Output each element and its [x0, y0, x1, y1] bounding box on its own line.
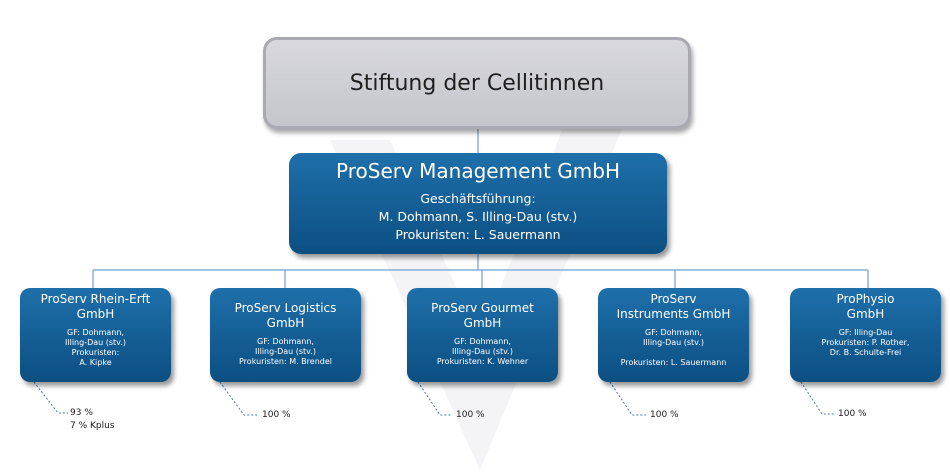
subsidiary-details: GF: Dohmann, Illing-Dau (stv.) Prokurist…	[65, 328, 126, 367]
management-line-1: Geschäftsführung:	[420, 191, 536, 206]
root-node: Stiftung der Cellitinnen	[263, 37, 691, 129]
subsidiary-node-3: ProServ Gourmet GmbH GF: Dohmann, Illing…	[407, 288, 558, 382]
share-callout-1	[33, 381, 68, 414]
management-line-3: Prokuristen: L. Sauermann	[395, 227, 561, 242]
ownership-share-5: 100 %	[838, 409, 867, 419]
share-callout-2	[219, 381, 258, 416]
subsidiary-details: GF: Illing-Dau Prokuristen: P. Rother, D…	[821, 328, 910, 357]
management-line-2: M. Dohmann, S. Illing-Dau (stv.)	[378, 209, 578, 224]
ownership-share-1: 93 % 7 % Kplus	[70, 408, 115, 431]
subsidiary-details: GF: Dohmann, Illing-Dau (stv.) Prokurist…	[620, 328, 727, 367]
management-title: ProServ Management GmbH	[336, 159, 620, 183]
ownership-share-3: 100 %	[456, 410, 485, 420]
subsidiary-node-1: ProServ Rhein-Erft GmbH GF: Dohmann, Ill…	[20, 288, 171, 382]
root-title: Stiftung der Cellitinnen	[349, 70, 605, 96]
subsidiary-name: ProServ Logistics GmbH	[234, 301, 337, 330]
subsidiary-name: ProPhysio GmbH	[836, 292, 895, 321]
share-callout-3	[417, 381, 452, 416]
subsidiary-details: GF: Dohmann, Illing-Dau (stv.) Prokurist…	[436, 337, 529, 366]
subsidiary-details: GF: Dohmann, Illing-Dau (stv.) Prokurist…	[239, 337, 332, 366]
ownership-share-2: 100 %	[262, 410, 291, 420]
subsidiary-name: ProServ Gourmet GmbH	[431, 301, 534, 330]
share-callout-5	[800, 381, 834, 415]
ownership-share-4: 100 %	[650, 410, 679, 420]
subsidiary-node-2: ProServ Logistics GmbH GF: Dohmann, Illi…	[210, 288, 361, 382]
subsidiary-name: ProServ Rhein-Erft GmbH	[40, 292, 151, 321]
share-callout-4	[609, 381, 646, 416]
subsidiary-node-4: ProServ Instruments GmbH GF: Dohmann, Il…	[598, 288, 749, 382]
subsidiary-name: ProServ Instruments GmbH	[616, 292, 731, 321]
subsidiary-node-5: ProPhysio GmbH GF: Illing-Dau Prokuriste…	[790, 288, 941, 382]
management-node: ProServ Management GmbH Geschäftsführung…	[289, 153, 667, 254]
